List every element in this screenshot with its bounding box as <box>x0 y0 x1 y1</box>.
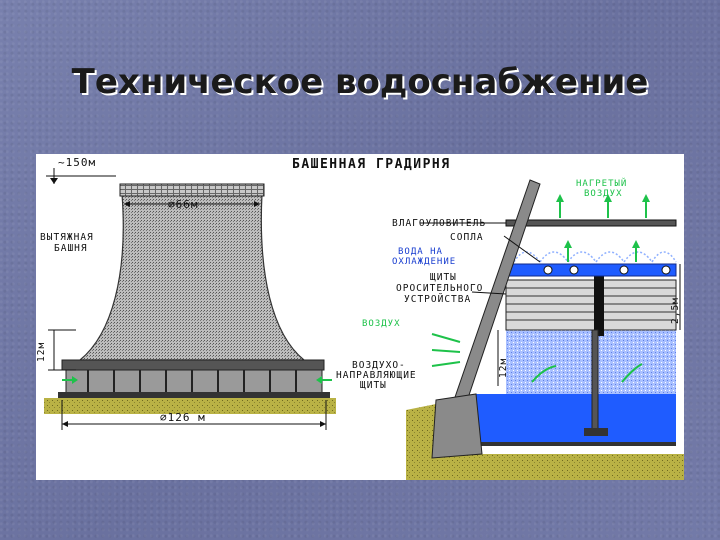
height-total-label: ~150м <box>58 156 96 169</box>
air-guide-shields <box>58 369 330 398</box>
exhaust-tower-shell <box>78 193 306 361</box>
shields-label-1: ЩИТЫ <box>430 272 457 283</box>
air-label: ВОЗДУХ <box>362 319 401 329</box>
hot-air-arrows <box>556 194 650 262</box>
shields-label-3: УСТРОЙСТВА <box>404 293 471 305</box>
rain-zone <box>506 330 676 394</box>
exhaust-tower-label-1: ВЫТЯЖНАЯ <box>40 232 94 243</box>
water-basin <box>476 394 676 442</box>
tower-base-ring <box>61 359 325 371</box>
guide-label-2: НАПРАВЛЯЮЩИЕ <box>336 370 417 381</box>
basin-column <box>591 329 599 431</box>
diagram-heading: БАШЕННАЯ ГРАДИРНЯ <box>292 157 451 172</box>
nozzles <box>543 265 671 275</box>
water-label-1: ВОДА НА <box>398 247 443 257</box>
rain-zone-air-arrows <box>531 363 643 383</box>
right-height-label: 12м <box>498 358 509 378</box>
guide-label-1: ВОЗДУХО- <box>352 360 406 371</box>
droplet-catcher-label: ВЛАГОУЛОВИТЕЛЬ <box>392 218 486 229</box>
top-diameter-label: ⌀66м <box>168 198 199 211</box>
tower-crown <box>119 183 265 197</box>
fill-height-label: 2,5м <box>670 297 681 324</box>
inlet-height-label: 12м <box>36 342 47 362</box>
water-label-2: ОХЛАЖДЕНИЕ <box>392 257 456 267</box>
base-diameter-label: ⌀126 м <box>160 411 206 424</box>
slide-title: Техническое водоснабжение <box>71 62 649 102</box>
hot-air-label-1: НАГРЕТЫЙ <box>576 177 627 189</box>
irrigation-shields <box>505 274 677 336</box>
exhaust-tower-label-2: БАШНЯ <box>54 243 88 254</box>
cooling-tower-diagram: ~150м ⌀66м ВЫТЯЖНАЯ БАШНЯ 12м ⌀126 м БАШ… <box>36 154 684 480</box>
ground-left <box>44 398 336 414</box>
droplet-catcher <box>505 219 677 227</box>
diagram-canvas: ~150м ⌀66м ВЫТЯЖНАЯ БАШНЯ 12м ⌀126 м БАШ… <box>36 156 684 480</box>
water-distribution-pipe <box>505 263 677 277</box>
shields-label-2: ОРОСИТЕЛЬНОГО <box>396 283 483 294</box>
foundation <box>431 393 483 459</box>
nozzles-label: СОПЛА <box>450 232 484 243</box>
air-arrows-right <box>431 333 461 367</box>
hot-air-label-2: ВОЗДУХ <box>584 189 623 199</box>
guide-label-3: ЩИТЫ <box>360 380 387 391</box>
